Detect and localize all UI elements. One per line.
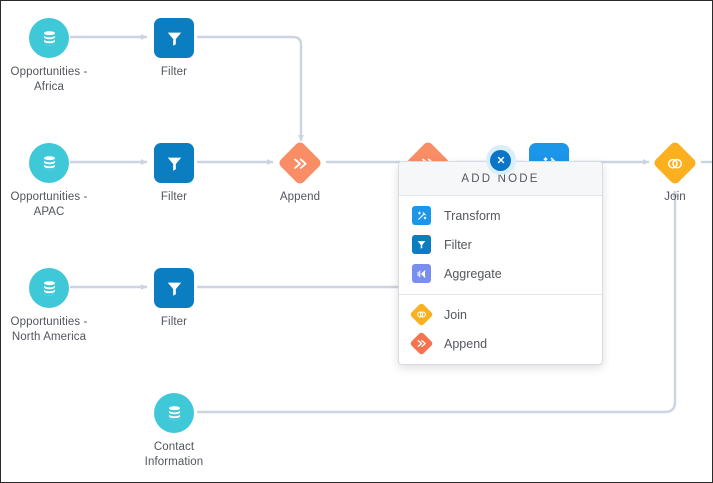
append-icon [409, 331, 434, 356]
node-glyph[interactable] [630, 140, 712, 186]
node-label-line1: Contact [153, 441, 195, 453]
node-label: Filter [160, 66, 188, 78]
menu-item-append[interactable]: Append [399, 329, 602, 358]
menu-item-label: Join [444, 307, 467, 322]
append-icon [277, 140, 323, 186]
database-icon [154, 393, 194, 433]
menu-item-label: Filter [444, 237, 472, 252]
menu-item-label: Transform [444, 208, 501, 223]
node-dataset-opportunities-north-america[interactable]: Opportunities - North America [4, 267, 94, 345]
node-label-line2: Information [144, 456, 204, 468]
menu-item-filter[interactable]: Filter [399, 230, 602, 259]
node-label: Filter [160, 191, 188, 203]
node-label-line2: APAC [33, 206, 65, 218]
join-icon [652, 140, 698, 186]
menu-item-join[interactable]: Join [399, 300, 602, 329]
node-label-line1: Opportunities - [10, 191, 88, 203]
node-label-line1: Opportunities - [10, 66, 88, 78]
filter-icon [154, 143, 194, 183]
node-append-1[interactable]: Append [255, 140, 345, 205]
close-icon-inner [490, 149, 511, 171]
database-icon [29, 268, 69, 308]
node-label: Append [279, 191, 321, 203]
database-icon [29, 18, 69, 58]
node-label: Filter [160, 316, 188, 328]
close-icon[interactable] [485, 145, 516, 175]
menu-group-transformations: Transform Filter Aggre [399, 196, 602, 294]
node-dataset-opportunities-apac[interactable]: Opportunities - APAC [4, 142, 94, 220]
node-filter-1[interactable]: Filter [129, 17, 219, 80]
transform-icon [412, 206, 431, 225]
add-node-popup: ADD NODE Transform [398, 145, 603, 365]
menu-group-combinations: Join Append [399, 294, 602, 364]
node-label: Opportunities - North America [4, 315, 94, 345]
node-label: Opportunities - Africa [4, 65, 94, 95]
node-glyph[interactable] [129, 142, 219, 184]
filter-icon [154, 18, 194, 58]
node-glyph[interactable] [129, 392, 219, 434]
node-label: Contact Information [129, 440, 219, 470]
node-label-line2: North America [11, 331, 87, 343]
node-filter-2[interactable]: Filter [129, 142, 219, 205]
menu-item-transform[interactable]: Transform [399, 201, 602, 230]
node-glyph[interactable] [255, 140, 345, 186]
node-dataset-opportunities-africa[interactable]: Opportunities - Africa [4, 17, 94, 95]
node-join-1[interactable]: Join [630, 140, 712, 205]
menu-item-label: Append [444, 336, 488, 351]
node-label: Join [664, 191, 686, 203]
node-glyph[interactable] [4, 17, 94, 59]
menu-item-label: Aggregate [444, 266, 502, 281]
node-glyph[interactable] [4, 142, 94, 184]
node-filter-3[interactable]: Filter [129, 267, 219, 330]
node-label: Opportunities - APAC [4, 190, 94, 220]
node-glyph[interactable] [129, 17, 219, 59]
node-label-line1: Opportunities - [10, 316, 88, 328]
node-dataset-contact-information[interactable]: Contact Information [129, 392, 219, 470]
menu-item-aggregate[interactable]: Aggregate [399, 259, 602, 288]
join-icon [409, 302, 434, 327]
aggregate-icon [412, 264, 431, 283]
node-glyph[interactable] [129, 267, 219, 309]
filter-icon [412, 235, 431, 254]
filter-icon [154, 268, 194, 308]
node-label-line2: Africa [34, 81, 64, 93]
database-icon [29, 143, 69, 183]
node-glyph[interactable] [4, 267, 94, 309]
